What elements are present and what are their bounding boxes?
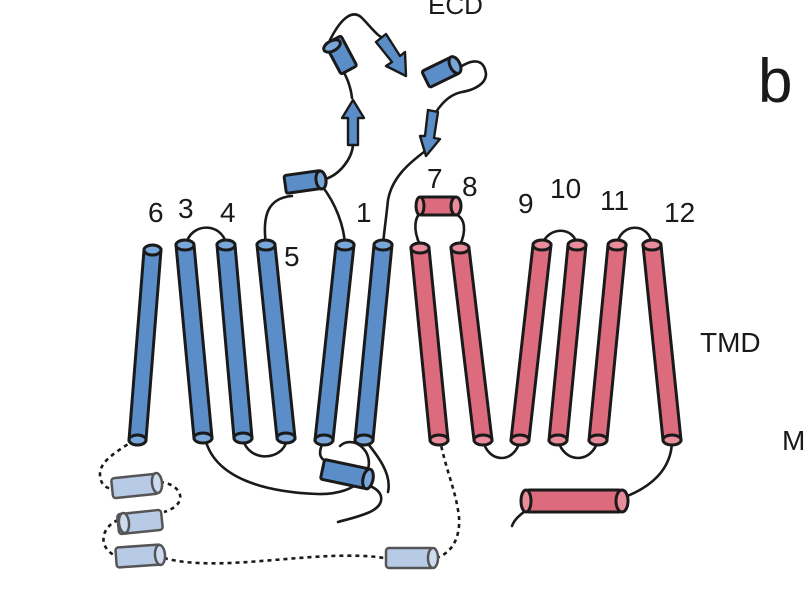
beta-strand-up: [340, 98, 366, 147]
helix-label-12: 12: [664, 197, 695, 228]
tm-helix-6: [127, 243, 163, 447]
helix-label-10: 10: [550, 173, 581, 204]
helix-label-3: 3: [178, 193, 194, 224]
tm-helix-3: [174, 238, 214, 445]
tm-helix-1a: [313, 238, 356, 447]
ecd-label: ECD: [428, 0, 483, 20]
tmd-label: TMD: [700, 327, 761, 358]
tm-helix-9: [509, 238, 553, 447]
tm-helix-8: [449, 241, 494, 447]
tm-helix-1b: [353, 238, 394, 447]
pale-helix-2: [116, 508, 164, 536]
tm-helix-10: [547, 238, 588, 447]
helix-label-9: 9: [518, 188, 534, 219]
tm-helix-5: [255, 238, 297, 445]
panel-label-b: b: [758, 47, 792, 116]
helix-label-11: 11: [600, 185, 629, 216]
pale-helix-3: [114, 543, 167, 569]
helix-label-5: 5: [284, 241, 300, 272]
helix-7-small-red: [414, 195, 463, 217]
pale-helix-4: [384, 546, 440, 570]
helix-label-8: 8: [462, 171, 478, 202]
intracellular-helix-blue: [319, 458, 375, 491]
right-edge-label: M: [782, 425, 805, 456]
helix-label-4: 4: [220, 197, 236, 228]
helix-label-6: 6: [148, 197, 164, 228]
helix-label-7: 7: [427, 163, 443, 194]
ecd-helix-top: [322, 34, 358, 76]
ecd-helix-right: [420, 55, 463, 89]
tm-helix-4: [215, 238, 254, 445]
beta-strand-diagonal: [374, 32, 408, 78]
ecd-helix-left: [282, 169, 328, 195]
c-terminal-helix-red: [519, 488, 630, 514]
tm-helix-7: [409, 241, 450, 447]
pale-helix-1: [110, 471, 164, 500]
helix-label-1: 1: [356, 197, 372, 228]
beta-strand-down: [418, 108, 442, 158]
tm-helix-12: [641, 238, 683, 447]
tm-helix-11: [587, 238, 628, 447]
